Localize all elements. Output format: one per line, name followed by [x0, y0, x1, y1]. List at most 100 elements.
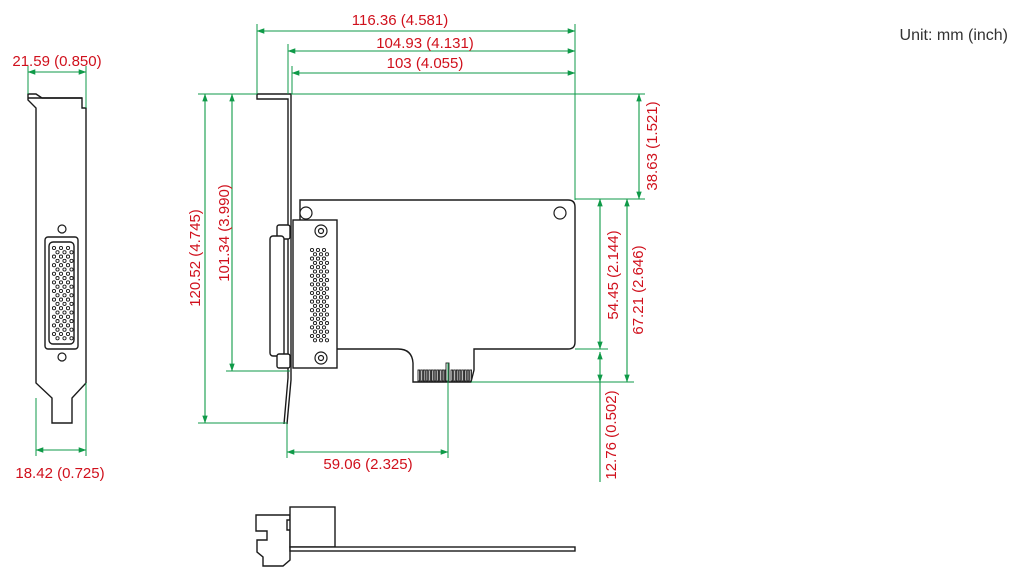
connector-pin — [62, 301, 67, 306]
connector-pin — [65, 323, 71, 328]
connector-pin — [65, 314, 71, 319]
edge-finger — [425, 369, 429, 382]
connector-pin — [324, 286, 330, 291]
connector-pin — [58, 306, 64, 311]
connector-pin — [318, 286, 324, 291]
connector-pin — [321, 282, 327, 287]
connector-pin — [315, 247, 321, 253]
connector-pin — [321, 325, 327, 330]
connector-pin — [324, 312, 330, 317]
connector-pin — [321, 273, 327, 278]
connector-pin — [315, 308, 321, 313]
connector-pin — [312, 286, 318, 291]
connector-pin — [69, 258, 74, 263]
edge-finger — [453, 369, 456, 382]
connector-pin — [69, 319, 74, 324]
db-connector-pins — [51, 245, 74, 341]
connector-pin — [65, 306, 71, 311]
connector-pin — [62, 284, 67, 289]
pcb-width-label: 103 (4.055) — [387, 55, 464, 72]
connector-pin — [51, 280, 57, 285]
connector-pin — [324, 260, 330, 265]
connector-pin — [58, 245, 64, 251]
edge-finger — [464, 369, 467, 382]
connector-pin — [69, 336, 74, 341]
connector-pin — [315, 273, 321, 278]
connector-pin — [309, 290, 315, 296]
connector-pin — [315, 282, 321, 287]
connector-pin — [324, 269, 330, 274]
connector-pin — [312, 303, 318, 308]
connector-pin — [309, 325, 315, 330]
edge-finger — [436, 369, 439, 382]
connector-pin — [69, 310, 74, 315]
bottom-offset-label: 12.76 (0.502) — [603, 390, 620, 479]
edge-finger — [441, 369, 445, 382]
connector-pin — [321, 265, 327, 270]
connector-pin — [318, 295, 324, 300]
connector-pin — [318, 303, 324, 308]
connector-pin — [62, 267, 67, 272]
overall-width-label: 116.36 (4.581) — [352, 12, 448, 29]
board-main-view: 116.36 (4.581) 104.93 (4.131) 103 (4.055… — [187, 12, 661, 482]
top-offset-label: 38.63 (1.521) — [644, 101, 661, 190]
connector-pin — [318, 278, 324, 283]
connector-pin — [312, 321, 318, 326]
db-connector-side-pins — [309, 247, 330, 343]
connector-pin — [51, 288, 57, 294]
connector-pin — [318, 269, 324, 274]
connector-pin — [321, 256, 327, 261]
connector-pin — [309, 256, 315, 261]
connector-pin — [318, 321, 324, 326]
connector-pin — [58, 280, 64, 285]
connector-pin — [69, 301, 74, 306]
connector-pin — [324, 338, 330, 343]
edge-finger — [461, 369, 464, 382]
edge-finger — [420, 369, 423, 382]
connector-top-profile — [289, 506, 336, 548]
edge-finger — [439, 369, 442, 382]
connector-pin — [312, 312, 318, 317]
connector-pin — [51, 263, 57, 268]
connector-pin — [309, 247, 315, 253]
connector-pin — [55, 336, 60, 341]
connector-pin — [318, 329, 324, 334]
connector-pin — [51, 306, 57, 311]
connector-pin — [321, 333, 327, 339]
connector-pin — [65, 280, 71, 285]
db-connector-side — [292, 219, 338, 369]
pcb-hole-left — [299, 206, 313, 220]
connector-pin — [69, 327, 74, 332]
connector-pin — [309, 316, 315, 321]
connector-pin — [318, 338, 324, 343]
connector-pin — [69, 267, 74, 272]
unit-label: Unit: mm (inch) — [900, 27, 1008, 44]
connector-pin — [309, 299, 315, 304]
connector-pin — [58, 263, 64, 268]
connector-pin — [51, 254, 57, 259]
connector-pin — [51, 245, 57, 251]
connector-pin — [55, 250, 60, 255]
connector-pin — [58, 297, 64, 302]
connector-pin — [312, 295, 318, 300]
connector-pin — [321, 308, 327, 313]
connector-pin — [51, 271, 57, 276]
connector-pin — [58, 254, 64, 259]
board-top-view — [255, 506, 576, 567]
edge-connector-offset-label: 59.06 (2.325) — [323, 456, 412, 473]
connector-pin — [55, 258, 60, 263]
edge-finger — [431, 369, 434, 382]
edge-finger — [428, 369, 431, 382]
bracket-screw-hole-bottom — [57, 352, 67, 362]
edge-finger — [433, 369, 437, 382]
connector-pin — [324, 329, 330, 334]
edge-finger — [455, 369, 459, 382]
connector-pin — [58, 314, 64, 319]
connector-pin — [309, 308, 315, 313]
connector-pin — [318, 260, 324, 265]
pcb-top-profile — [289, 546, 576, 552]
bracket-front-view: 21.59 (0.850) 18.42 (0.725) — [12, 53, 104, 482]
pcb-board — [299, 199, 576, 383]
connector-pin — [62, 336, 67, 341]
